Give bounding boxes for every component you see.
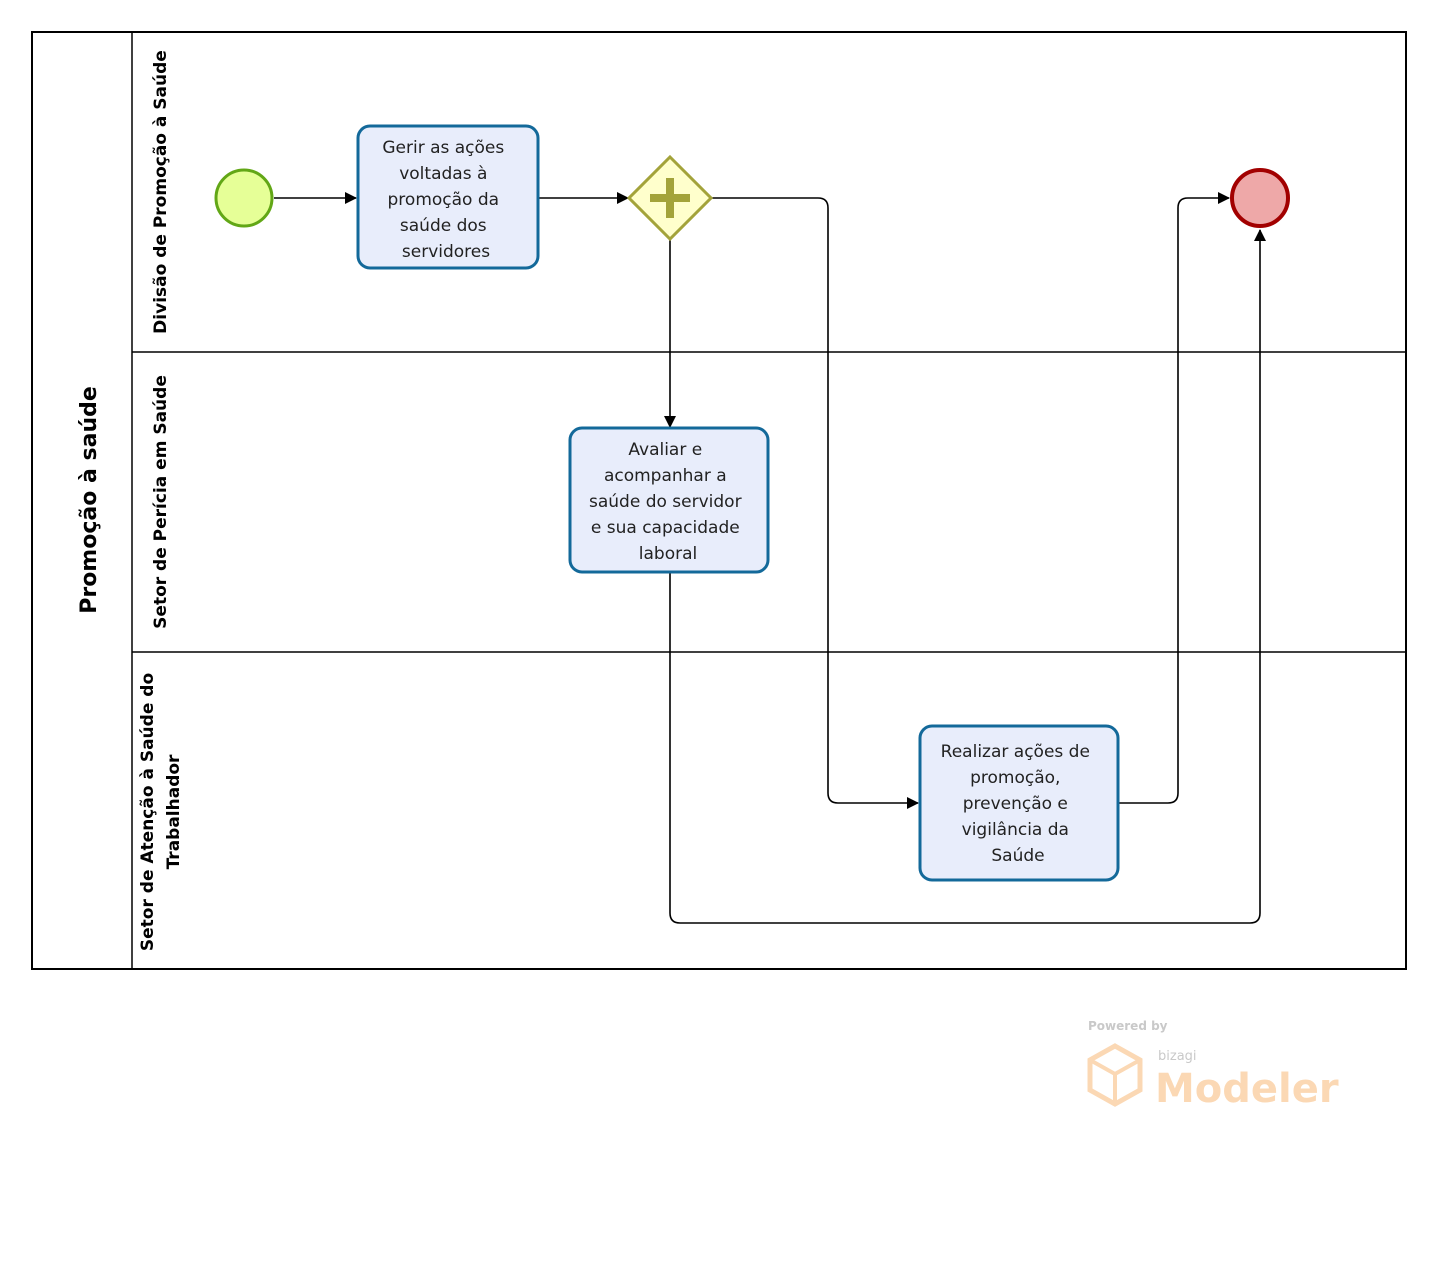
task-box <box>568 426 770 574</box>
task-text-line: saúde dos <box>400 216 487 236</box>
task-gerir-acoes[interactable]: Gerir as ações voltadas à promoção da sa… <box>356 124 540 270</box>
task-text-line: vigilância da <box>962 820 1069 840</box>
task-text-line: Saúde <box>991 846 1044 866</box>
task-avaliar-acompanhar[interactable]: Avaliar e acompanhar a saúde do servidor… <box>568 426 770 574</box>
pool: Promoção à saúde <box>31 31 1407 970</box>
task-box <box>356 124 540 270</box>
lane-label-setor-pericia: Setor de Perícia em Saúde <box>151 375 171 629</box>
lane-label-setor-atencao-line1: Setor de Atenção à Saúde do <box>138 673 158 951</box>
lanes: Divisão de Promoção à Saúde Setor de Per… <box>132 50 1406 951</box>
pool-frame <box>31 31 1407 970</box>
gateway-plus-icon <box>650 178 690 218</box>
watermark-product: Modeler <box>1155 1066 1339 1112</box>
task-text-line: promoção, <box>970 768 1060 788</box>
task-text-line: saúde do servidor <box>589 492 742 512</box>
svg-text:Gerir as ações voltadas: Gerir as ações voltadas à promoção da sa… <box>382 138 509 262</box>
task-text-line: e sua capacidade <box>591 518 740 538</box>
lane-label-setor-atencao-line2: Trabalhador <box>164 754 184 869</box>
task-text-line: Realizar ações de <box>941 742 1090 762</box>
task-realizar-acoes[interactable]: Realizar ações de promoção, prevenção e … <box>918 724 1120 882</box>
watermark: Powered by bizagi Modeler <box>1087 1019 1339 1112</box>
svg-text:Avaliar e acompanhar a: Avaliar e acompanhar a saúde do servidor… <box>589 440 747 564</box>
start-event-icon[interactable] <box>214 168 274 228</box>
bizagi-logo-icon <box>1087 1043 1143 1107</box>
task-box <box>918 724 1120 882</box>
lane-label-divisao-promocao: Divisão de Promoção à Saúde <box>151 50 171 334</box>
task-text-line: laboral <box>639 544 697 564</box>
watermark-powered-by: Powered by <box>1088 1019 1168 1033</box>
sequence-flows <box>274 192 1266 924</box>
end-event-icon[interactable] <box>1230 168 1290 228</box>
task-text-line: Avaliar e <box>628 440 702 460</box>
task-text-line: servidores <box>402 242 490 262</box>
task-text-line: Gerir as ações <box>382 138 504 158</box>
task-text-line: voltadas à <box>399 164 487 184</box>
watermark-brand: bizagi <box>1158 1049 1197 1064</box>
pool-label: Promoção à saúde <box>77 386 102 614</box>
task-text-line: prevenção e <box>963 794 1068 814</box>
flow-task2-to-end[interactable] <box>669 229 1266 924</box>
svg-text:Realizar ações de promoç: Realizar ações de promoção, prevenção e … <box>941 742 1096 866</box>
task-text-line: acompanhar a <box>604 466 727 486</box>
parallel-gateway[interactable] <box>626 154 714 242</box>
flow-task3-to-end[interactable] <box>1119 192 1230 804</box>
task-text-line: promoção da <box>388 190 500 210</box>
flow-gateway-to-task3[interactable] <box>712 197 919 809</box>
